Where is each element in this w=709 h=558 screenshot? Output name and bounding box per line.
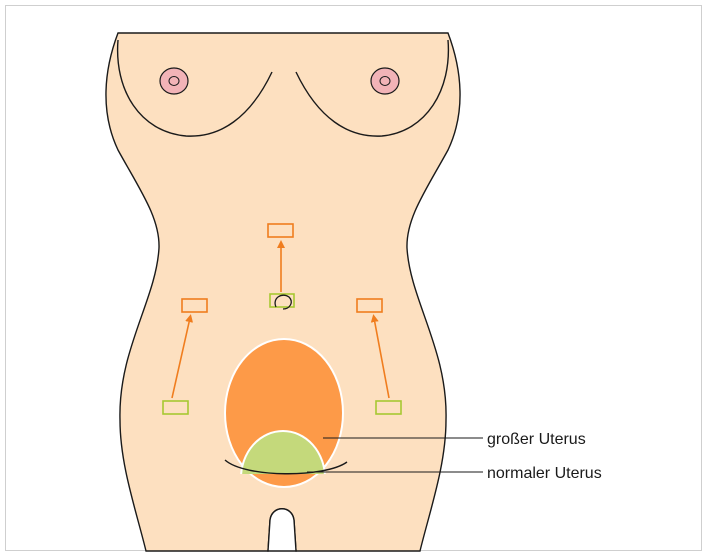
right-nipple xyxy=(371,68,399,94)
label-normal-uterus: normaler Uterus xyxy=(487,465,602,482)
label-large-uterus: großer Uterus xyxy=(487,431,586,448)
leg-gap xyxy=(268,509,296,551)
left-nipple xyxy=(160,68,188,94)
